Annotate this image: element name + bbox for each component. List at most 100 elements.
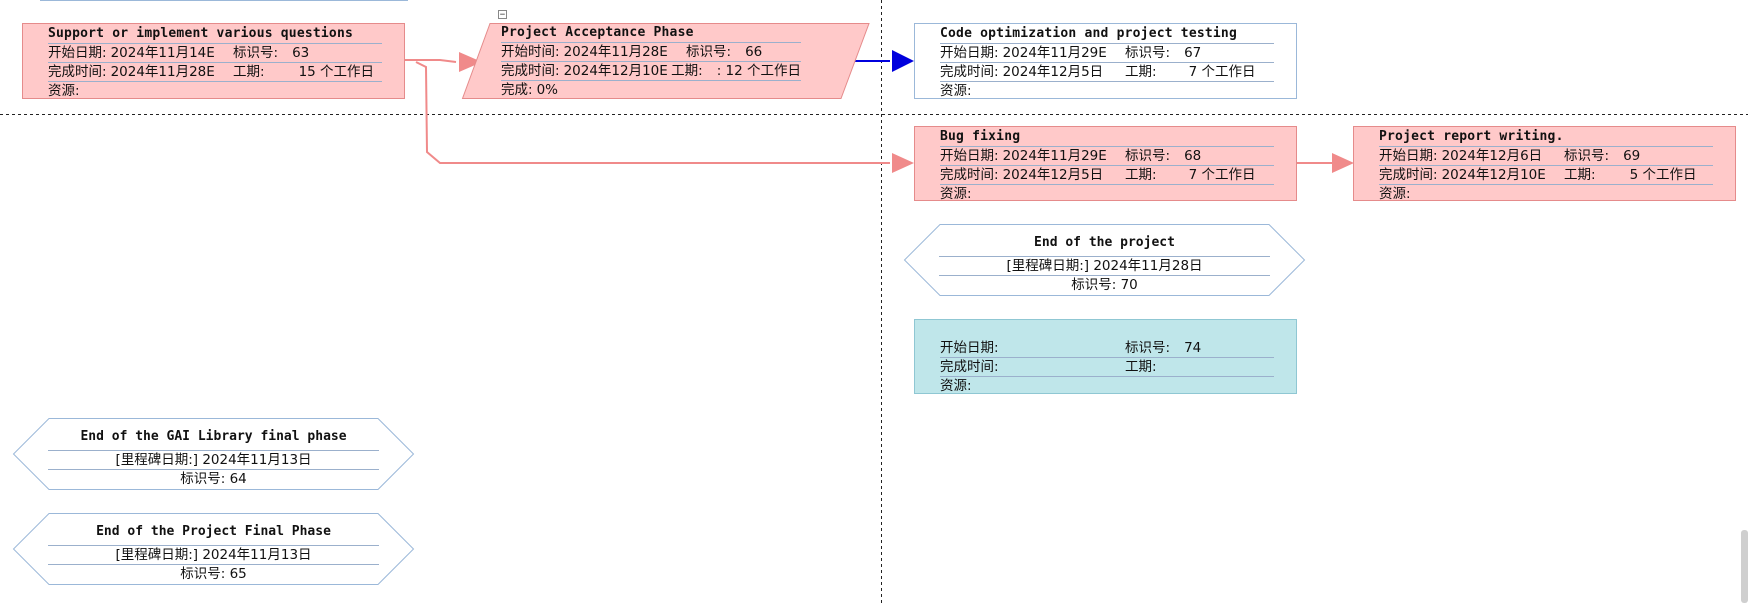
task-row-complete: 完成:0% [501,81,801,99]
finish-value: 2024年11月28E [110,64,215,80]
milestone-date-value: 2024年11月13日 [202,547,312,563]
task-row-finish: 完成时间:2024年12月5日 工期:7 个工作日 [940,63,1274,82]
milestone-id-label: 标识号: [1071,277,1117,293]
start-label: 开始日期: [940,340,999,356]
milestone-hexagon-shape [12,513,415,585]
milestone-id-value: 70 [1120,277,1138,293]
complete-label: 完成: [501,82,533,98]
finish-label: 完成时间: [940,359,999,375]
milestone-id-row: 标识号: 70 [939,276,1270,294]
task-row-start: 开始日期:2024年11月29E 标识号:67 [940,44,1274,63]
vertical-scrollbar-thumb[interactable] [1741,530,1748,603]
finish-value: 2024年12月5日 [1002,167,1104,183]
task-row-start: 开始日期: 标识号: 74 [940,339,1274,358]
duration-label: 工期: [1125,167,1157,183]
task-row-finish: 完成时间:2024年12月10E 工期: : 12 个工作日 [501,62,801,81]
link-66-67-arrowhead [892,50,914,72]
milestone-title: End of the GAI Library final phase [48,428,379,451]
task-row-start: 开始日期:2024年11月14E 标识号: 63 [48,44,382,63]
start-value: 2024年12月6日 [1441,148,1543,164]
start-value: 2024年11月29E [1002,45,1107,61]
duration-value: 15 个工作日 [298,64,375,80]
finish-value: 2024年12月5日 [1002,64,1104,80]
task-row-resources: 资源: [1379,185,1713,203]
task-row-finish: 完成时间:2024年12月5日 工期: 7 个工作日 [940,166,1274,185]
task-row-finish: 完成时间: 工期: [940,358,1274,377]
milestone-hexagon-shape [903,224,1306,296]
start-label: 开始日期: [940,45,999,61]
finish-value: 2024年12月10E [1441,167,1546,183]
milestone-id-label: 标识号: [180,471,226,487]
task-node-67[interactable]: Code optimization and project testing 开始… [914,23,1297,99]
task-title: Support or implement various questions [48,26,382,44]
id-value: 67 [1184,45,1202,61]
milestone-id-value: 64 [229,471,247,487]
duration-value: 7 个工作日 [1188,167,1256,183]
milestone-date-label: [里程碑日期:] [1006,258,1090,274]
milestone-date-value: 2024年11月28日 [1093,258,1203,274]
milestone-title: End of the project [939,234,1270,257]
resources-label: 资源: [940,186,972,202]
task-node-63[interactable]: Support or implement various questions 开… [22,23,405,99]
finish-label: 完成时间: [48,64,107,80]
duration-value: 7 个工作日 [1188,64,1256,80]
milestone-id-row: 标识号: 65 [48,565,379,583]
task-row-start: 开始日期:2024年11月29E 标识号: 68 [940,147,1274,166]
duration-value: 5 个工作日 [1629,167,1697,183]
finish-value: 2024年12月10E [563,63,668,79]
task-row-resources: 资源: [940,185,1274,203]
id-label: 标识号: [1125,148,1171,164]
duration-label: 工期: [671,63,703,79]
finish-label: 完成时间: [1379,167,1438,183]
task-row-resources: 资源: [940,82,1274,100]
task-row-finish: 完成时间:2024年12月10E 工期: 5 个工作日 [1379,166,1713,185]
finish-label: 完成时间: [501,63,560,79]
task-row-start: 开始时间:2024年11月28E 标识号:66 [501,43,801,62]
milestone-date-row: [里程碑日期:] 2024年11月13日 [48,451,379,470]
milestone-date-label: [里程碑日期:] [115,452,199,468]
id-value: 63 [292,45,310,61]
duration-label: 工期: [1564,167,1596,183]
finish-label: 完成时间: [940,167,999,183]
task-row-resources: 资源: [940,377,1274,395]
task-title: Code optimization and project testing [940,26,1274,44]
link-63-66 [404,59,457,63]
id-label: 标识号: [233,45,279,61]
duration-value: : 12 个工作日 [716,63,801,79]
milestone-hexagon-shape [12,418,415,490]
milestone-date-row: [里程碑日期:] 2024年11月28日 [939,257,1270,276]
milestone-id-row: 标识号: 64 [48,470,379,488]
milestone-date-label: [里程碑日期:] [115,547,199,563]
task-node-68[interactable]: Bug fixing 开始日期:2024年11月29E 标识号: 68 完成时间:… [914,126,1297,203]
task-row-finish: 完成时间:2024年11月28E 工期: 15 个工作日 [48,63,382,82]
resources-label: 资源: [48,83,80,99]
milestone-node-65[interactable]: End of the Project Final Phase [里程碑日期:] … [12,513,415,585]
task-title: Project Acceptance Phase [501,25,801,43]
id-value: 74 [1184,340,1202,356]
task-node-69[interactable]: Project report writing. 开始日期:2024年12月6日 … [1353,126,1736,203]
start-value: 2024年11月14E [110,45,215,61]
start-value: 2024年11月29E [1002,148,1107,164]
start-label: 开始日期: [48,45,107,61]
task-title: Bug fixing [940,129,1274,147]
start-label: 开始时间: [501,44,560,60]
milestone-date-value: 2024年11月13日 [202,452,312,468]
task-title: Project report writing. [1379,129,1713,147]
task-node-66[interactable]: Project Acceptance Phase 开始时间:2024年11月28… [461,23,870,99]
complete-value: 0% [536,82,558,98]
duration-label: 工期: [1125,359,1157,375]
id-value: 69 [1623,148,1641,164]
milestone-node-64[interactable]: End of the GAI Library final phase [里程碑日… [12,418,415,490]
link-63-68-arrowhead [892,153,914,173]
duration-label: 工期: [233,64,265,80]
milestone-node-70[interactable]: End of the project [里程碑日期:] 2024年11月28日 … [903,224,1306,296]
collapse-toggle-button[interactable]: − [498,10,507,20]
id-value: 68 [1184,148,1202,164]
task-node-74[interactable]: 开始日期: 标识号: 74 完成时间: 工期: 资源: [914,319,1297,394]
link-68-69-arrowhead [1332,153,1354,173]
start-label: 开始日期: [940,148,999,164]
start-label: 开始日期: [1379,148,1438,164]
resources-label: 资源: [940,83,972,99]
id-label: 标识号: [1125,340,1171,356]
